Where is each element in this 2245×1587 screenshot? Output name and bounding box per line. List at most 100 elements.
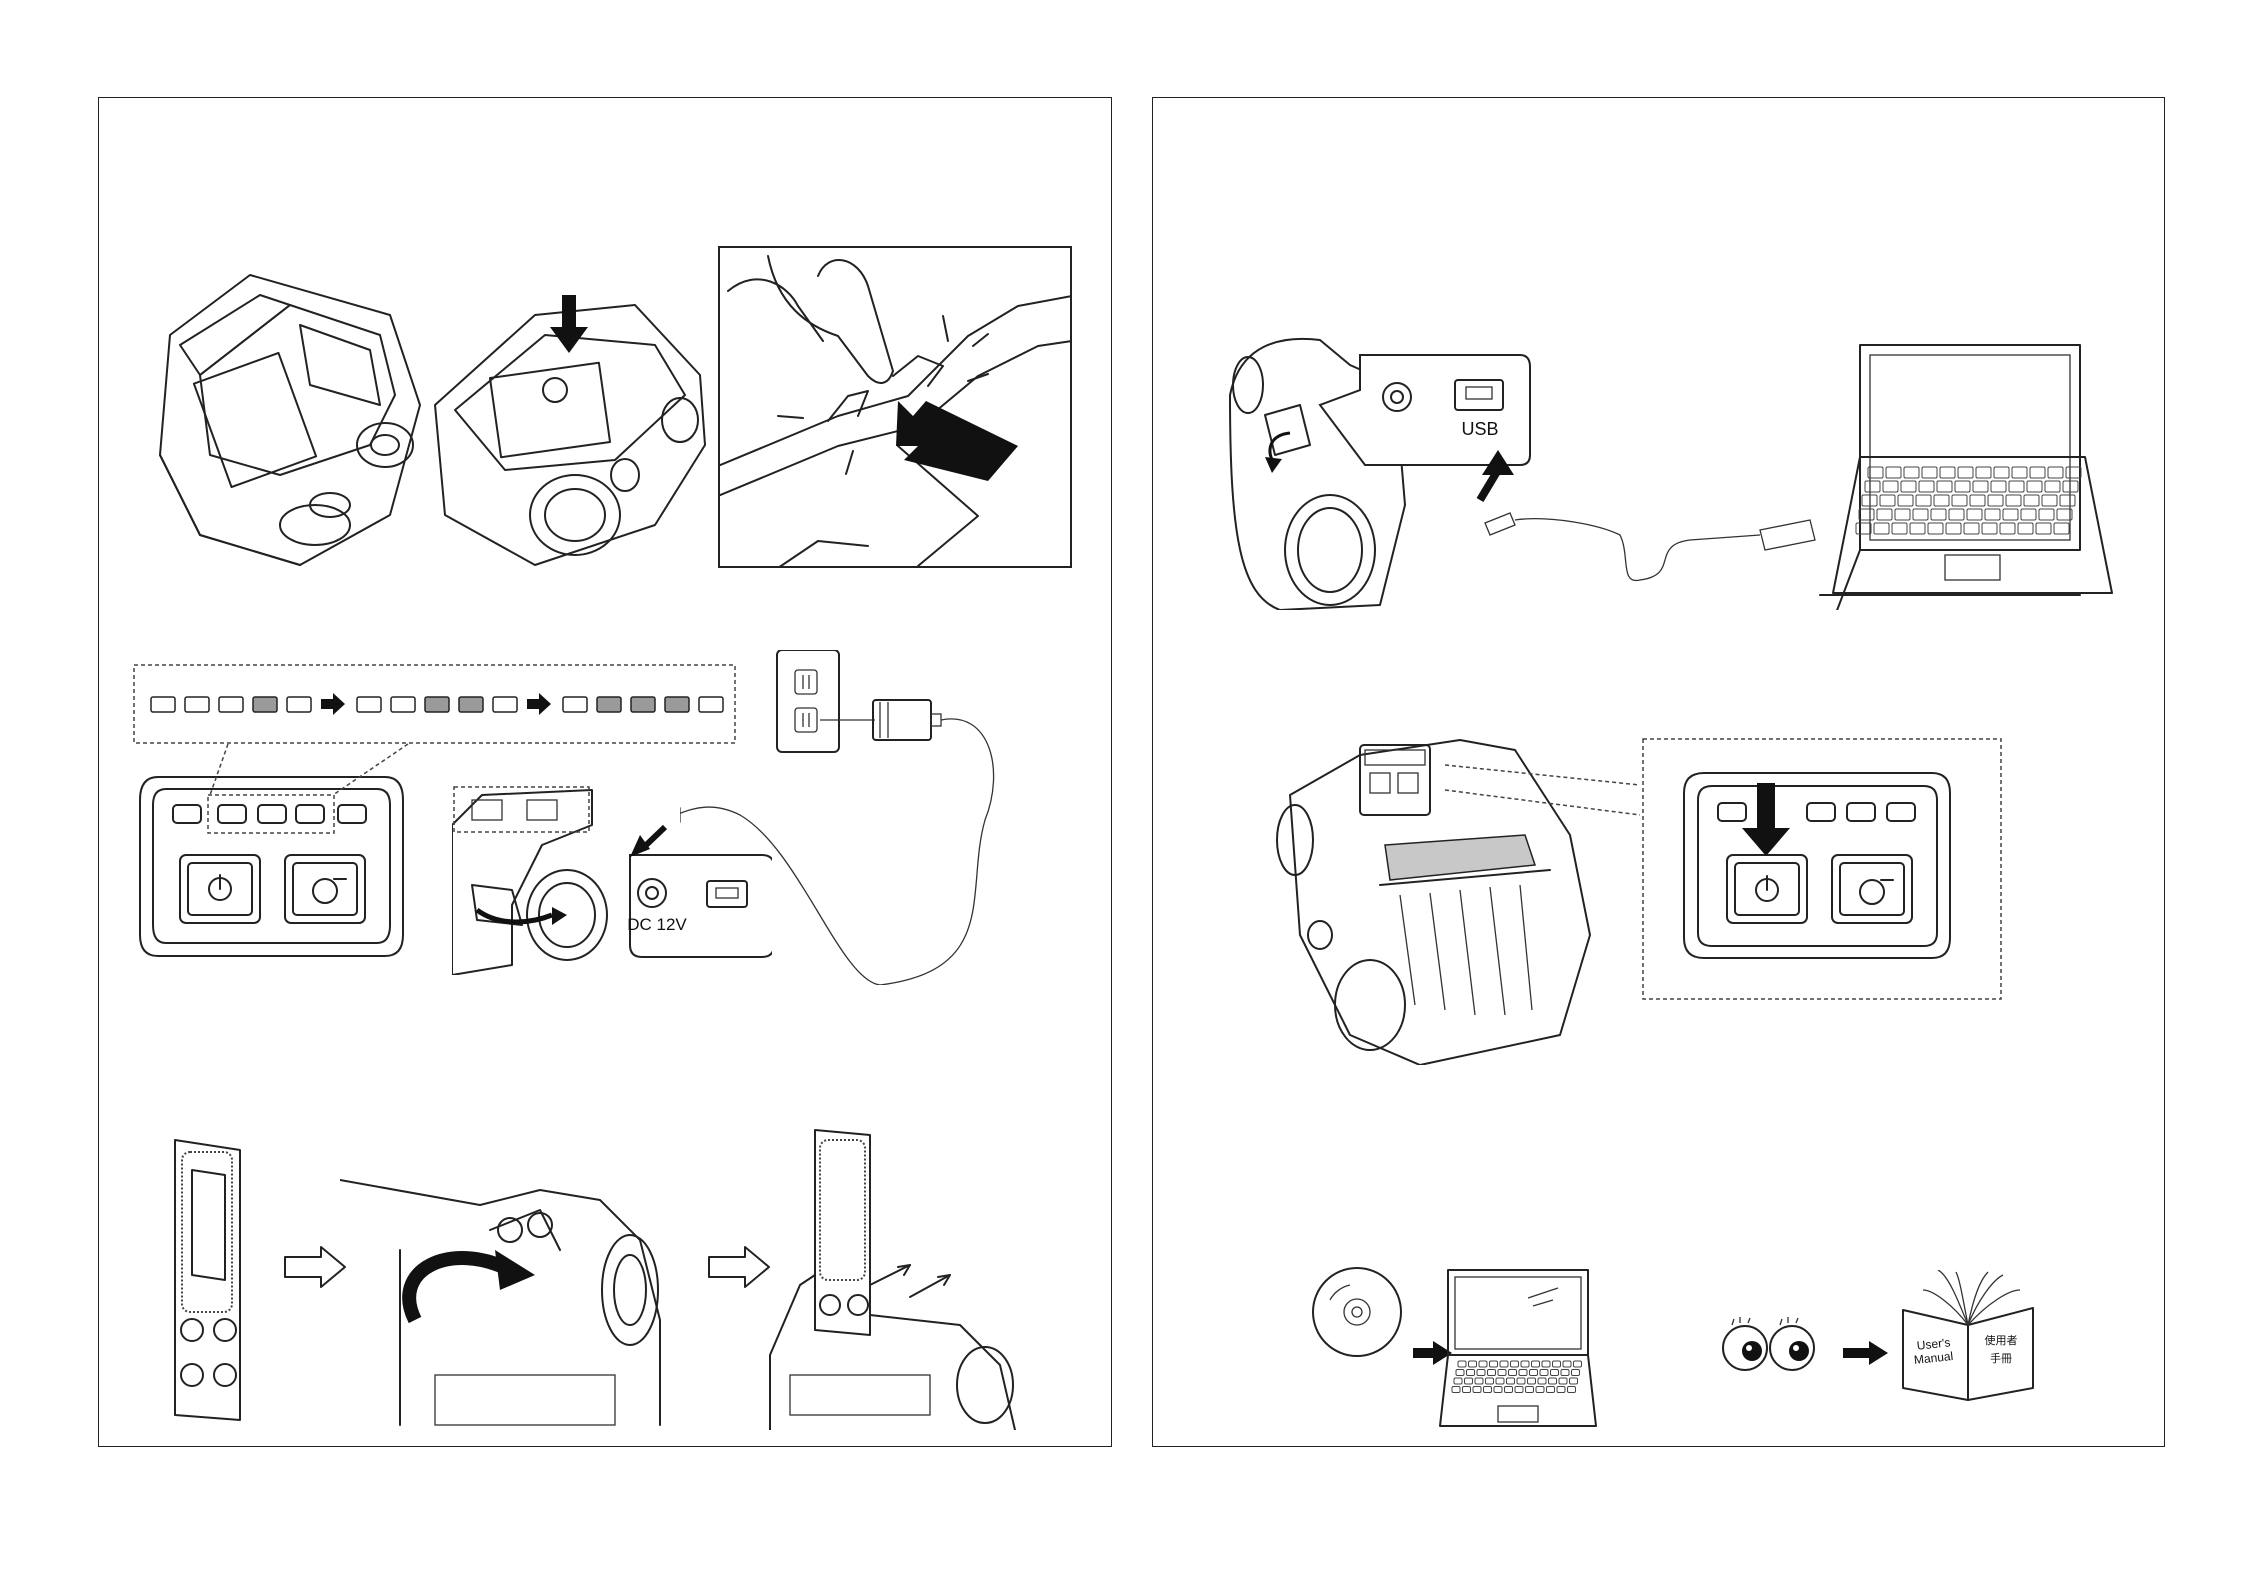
control-panel-zoom-icon <box>1642 738 2002 1000</box>
keyboard-key <box>1883 481 1898 492</box>
keyboard-key <box>1507 1378 1515 1384</box>
led-indicator-on <box>459 697 483 712</box>
keyboard-key <box>1484 1387 1492 1393</box>
keyboard-key <box>1949 509 1964 520</box>
cd-disc-icon <box>1310 1265 1405 1360</box>
keyboard-key <box>1982 523 1997 534</box>
manual-book-icon: User's Manual 使用者 手冊 <box>1898 1270 2038 1405</box>
printer-open-figure <box>140 255 430 575</box>
keyboard-key <box>2027 481 2042 492</box>
eyes-arrow <box>1843 1340 1889 1366</box>
keyboard-key <box>1934 495 1949 506</box>
keyboard-key <box>1568 1387 1576 1393</box>
led-indicator-off <box>151 697 175 712</box>
keyboard-key <box>1477 1370 1485 1376</box>
keyboard-key <box>1886 467 1901 478</box>
power-adapter-figure <box>680 650 1020 985</box>
keyboard-key <box>1452 1387 1460 1393</box>
keyboard-key <box>1895 509 1910 520</box>
keyboard-key <box>1946 523 1961 534</box>
keyboard-key <box>1498 1370 1506 1376</box>
right-arrow-1 <box>283 1245 348 1290</box>
laptop-icon <box>1438 1268 1598 1428</box>
control-panel-icon <box>138 775 405 958</box>
keyboard-key <box>1511 1361 1519 1367</box>
keyboard-key <box>1559 1378 1567 1384</box>
keyboard-key <box>2057 509 2072 520</box>
keyboard-key <box>1988 495 2003 506</box>
keyboard-key <box>1479 1361 1487 1367</box>
keyboard-key <box>1496 1378 1504 1384</box>
keyboard-key <box>2036 523 2051 534</box>
keyboard-key <box>1473 1387 1481 1393</box>
keyboard-key <box>2018 523 2033 534</box>
keyboard-key <box>1515 1387 1523 1393</box>
keyboard-key <box>2048 467 2063 478</box>
keyboard-key <box>1488 1370 1496 1376</box>
led-indicator-off <box>391 697 415 712</box>
keyboard-key <box>2030 467 2045 478</box>
keyboard-key <box>1561 1370 1569 1376</box>
led-indicator-off <box>563 697 587 712</box>
led-indicator-on <box>597 697 621 712</box>
latch-press-inset <box>718 246 1072 568</box>
keyboard-key <box>1985 509 2000 520</box>
dc-port-label: DC 12V <box>627 915 687 934</box>
keyboard-key <box>1454 1378 1462 1384</box>
keyboard-key <box>1574 1361 1582 1367</box>
power-adapter-icon <box>680 650 1020 985</box>
arrow-right-icon <box>1843 1340 1889 1366</box>
keyboard-key <box>2045 481 2060 492</box>
keyboard-key <box>2024 495 2039 506</box>
keyboard-key <box>1952 495 1967 506</box>
led-indicator-on <box>425 697 449 712</box>
led-indicator-on <box>631 697 655 712</box>
arrow-right-icon <box>283 1245 348 1290</box>
keyboard-key <box>2003 509 2018 520</box>
keyboard-key <box>1517 1378 1525 1384</box>
manual-book-figure: User's Manual 使用者 手冊 <box>1898 1270 2038 1405</box>
adapter-icon <box>873 700 931 740</box>
keyboard-key <box>1991 481 2006 492</box>
keyboard-key <box>1862 495 1877 506</box>
keyboard-key <box>1456 1370 1464 1376</box>
keyboard-key <box>2012 467 2027 478</box>
keyboard-key <box>1973 481 1988 492</box>
cd-install-figure <box>1310 1265 1405 1360</box>
led-indicator-on <box>253 697 277 712</box>
usb-port-label: USB <box>1461 419 1498 439</box>
keyboard-key <box>1976 467 1991 478</box>
keyboard-key <box>2042 495 2057 506</box>
keyboard-key <box>1469 1361 1477 1367</box>
keyboard-key <box>1964 523 1979 534</box>
keyboard-key <box>1490 1361 1498 1367</box>
manual-title-zh-2: 手冊 <box>1990 1351 2012 1365</box>
keyboard-key <box>1880 495 1895 506</box>
keyboard-key <box>1519 1370 1527 1376</box>
keyboard-key <box>1898 495 1913 506</box>
keyboard-key <box>1530 1370 1538 1376</box>
led-indicator-off <box>287 697 311 712</box>
sequence-arrow-icon <box>321 693 345 715</box>
belt-clip-figure-1 <box>170 1130 245 1430</box>
keyboard-key <box>1553 1361 1561 1367</box>
keyboard-key <box>1904 467 1919 478</box>
keyboard-key <box>1521 1361 1529 1367</box>
keyboard-key <box>1937 481 1952 492</box>
keyboard-key <box>1505 1387 1513 1393</box>
keyboard-key <box>1467 1370 1475 1376</box>
keyboard-key <box>1940 467 1955 478</box>
keyboard-key <box>1967 509 1982 520</box>
keyboard-key <box>1538 1378 1546 1384</box>
keyboard-key <box>1475 1378 1483 1384</box>
printer-closed-icon <box>415 285 715 575</box>
keyboard-key <box>1526 1387 1534 1393</box>
manual-title-en-2: Manual <box>1913 1349 1954 1367</box>
printer-open-icon <box>140 255 430 575</box>
keyboard-key <box>2039 509 2054 520</box>
keyboard-key <box>1910 523 1925 534</box>
manual-title-zh-1: 使用者 <box>1985 1334 2018 1347</box>
keyboard-key <box>1892 523 1907 534</box>
keyboard-key <box>1542 1361 1550 1367</box>
sequence-arrow-icon <box>527 693 551 715</box>
